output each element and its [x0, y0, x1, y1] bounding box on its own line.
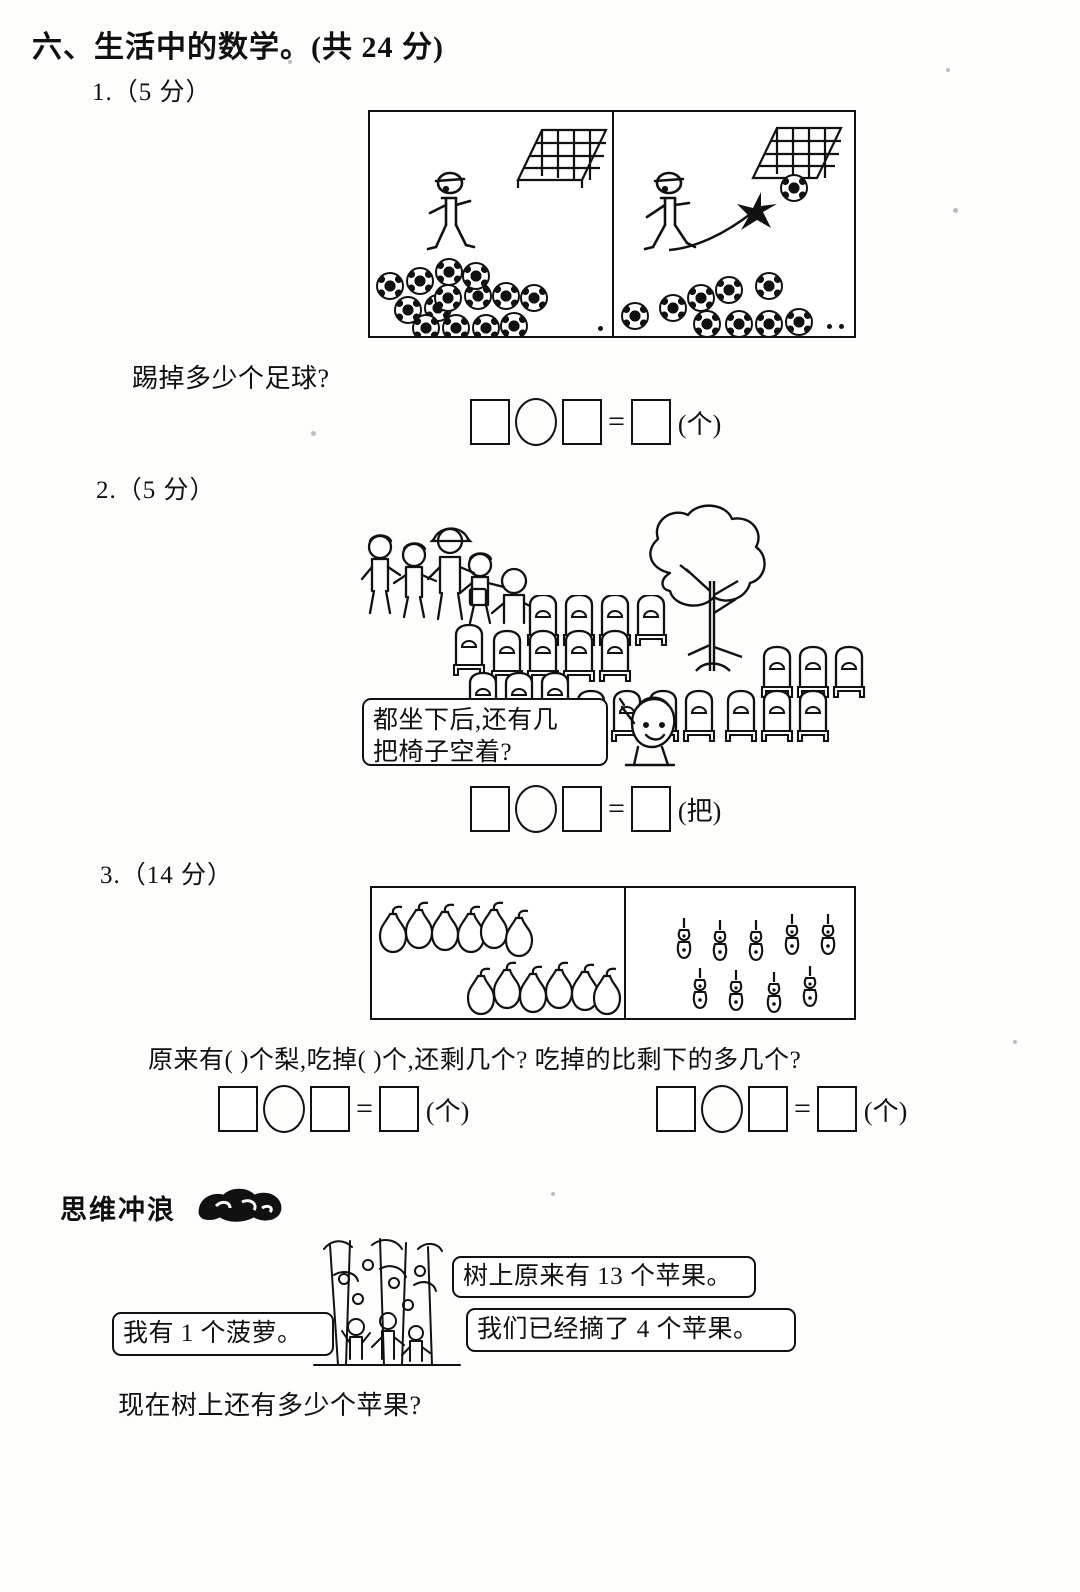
scan-speck: [551, 1192, 555, 1196]
question-2-number: 2.（5 分）: [96, 477, 216, 504]
scan-speck: [288, 60, 292, 64]
question-1-number: 1.（5 分）: [92, 79, 212, 106]
answer-unit: (个): [425, 1096, 470, 1126]
question-3-number: 3.（14 分）: [100, 862, 234, 889]
question-3-prompt: 原来有( )个梨,吃掉( )个,还剩几个? 吃掉的比剩下的多几个?: [148, 1047, 802, 1074]
answer-blank-operand-2[interactable]: [562, 399, 602, 445]
equals-sign: =: [608, 792, 625, 825]
answer-blank-result[interactable]: [816, 1086, 857, 1132]
equals-sign: =: [356, 1092, 373, 1125]
pears-group-icon: [378, 901, 622, 1016]
waving-child-icon: [618, 696, 676, 767]
soccer-ball: [755, 310, 783, 336]
soccer-ball: [434, 284, 462, 312]
answer-blank-operator[interactable]: [515, 785, 557, 833]
soccer-ball: [785, 308, 813, 336]
soccer-ball: [715, 276, 743, 304]
scan-speck: [598, 326, 603, 331]
soccer-ball: [500, 312, 528, 336]
question-1-prompt: 踢掉多少个足球?: [132, 364, 330, 393]
bonus-question: 现在树上还有多少个苹果?: [118, 1391, 422, 1420]
page-title: 六、生活中的数学。(共 24 分): [32, 31, 444, 64]
soccer-ball: [462, 262, 490, 290]
answer-blank-operator[interactable]: [263, 1085, 305, 1133]
soccer-panel-after: [615, 112, 855, 336]
wave-icon: [198, 1188, 282, 1222]
answer-blank-operand-1[interactable]: [470, 399, 510, 445]
answer-blank-operand-1[interactable]: [470, 786, 510, 832]
soccer-ball: [755, 272, 783, 300]
soccer-ball: [621, 302, 649, 330]
bonus-bubble-picked-apples: 我们已经摘了 4 个苹果。: [466, 1308, 796, 1352]
soccer-ball: [472, 314, 500, 336]
soccer-ball: [492, 282, 520, 310]
question-3-illustration: [370, 886, 856, 1020]
children-group-icon: [360, 527, 538, 625]
question-2-illustration: 都坐下后,还有几 把椅子空着?: [350, 495, 890, 775]
soccer-ball: [394, 296, 422, 324]
bonus-bubble-apples-on-tree: 树上原来有 13 个苹果。: [452, 1256, 756, 1298]
boy-figure-icon: [643, 171, 697, 251]
soccer-ball: [659, 294, 687, 322]
soccer-ball: [412, 314, 440, 336]
soccer-ball: [520, 284, 548, 312]
soccer-ball: [725, 310, 753, 336]
scan-speck: [311, 431, 316, 436]
question-1-illustration: [368, 110, 856, 338]
equals-sign: =: [608, 405, 625, 438]
soccer-ball: [435, 258, 463, 286]
question-1-answer-row: = (个): [470, 398, 721, 446]
answer-unit: (个): [863, 1096, 908, 1126]
pear-panel: [372, 888, 624, 1018]
soccer-ball: [687, 284, 715, 312]
answer-blank-operator[interactable]: [515, 398, 557, 446]
boy-figure-icon: [426, 171, 476, 251]
bonus-bubble-pineapple: 我有 1 个菠萝。: [112, 1312, 334, 1356]
soccer-ball: [376, 272, 404, 300]
soccer-panel-before: [370, 112, 612, 336]
soccer-ball: [406, 267, 434, 295]
question-2-answer-row: = (把): [470, 785, 721, 833]
answer-unit: (把): [677, 796, 722, 826]
answer-blank-operand-2[interactable]: [562, 786, 602, 832]
goal-net-icon: [516, 128, 608, 188]
equals-sign: =: [794, 1092, 811, 1125]
bonus-section-title: 思维冲浪: [60, 1195, 176, 1225]
question-3-answer-row-right: = (个): [656, 1085, 907, 1133]
scan-speck: [953, 208, 958, 213]
pear-core-panel: [627, 888, 855, 1018]
pear-cores-group-icon: [676, 912, 836, 1014]
scan-speck: [827, 324, 832, 329]
answer-blank-operand-2[interactable]: [748, 1086, 788, 1132]
question-3-answer-row-left: = (个): [218, 1085, 469, 1133]
scan-speck: [1013, 1040, 1017, 1044]
answer-blank-result[interactable]: [630, 399, 671, 445]
soccer-ball-in-air: [780, 174, 808, 202]
answer-blank-operator[interactable]: [701, 1085, 743, 1133]
tree-icon: [649, 504, 766, 672]
answer-blank-operand-1[interactable]: [218, 1086, 258, 1132]
soccer-ball: [693, 310, 721, 336]
scan-speck: [946, 68, 950, 72]
kick-trajectory-icon: [668, 192, 777, 252]
scan-speck: [839, 324, 844, 329]
soccer-ball: [442, 314, 470, 336]
answer-blank-operand-1[interactable]: [656, 1086, 696, 1132]
answer-unit: (个): [677, 409, 722, 439]
orchard-scene-icon: [313, 1238, 461, 1366]
answer-blank-operand-2[interactable]: [310, 1086, 350, 1132]
answer-blank-result[interactable]: [378, 1086, 419, 1132]
answer-blank-result[interactable]: [630, 786, 671, 832]
question-2-bubble: 都坐下后,还有几 把椅子空着?: [362, 698, 608, 766]
